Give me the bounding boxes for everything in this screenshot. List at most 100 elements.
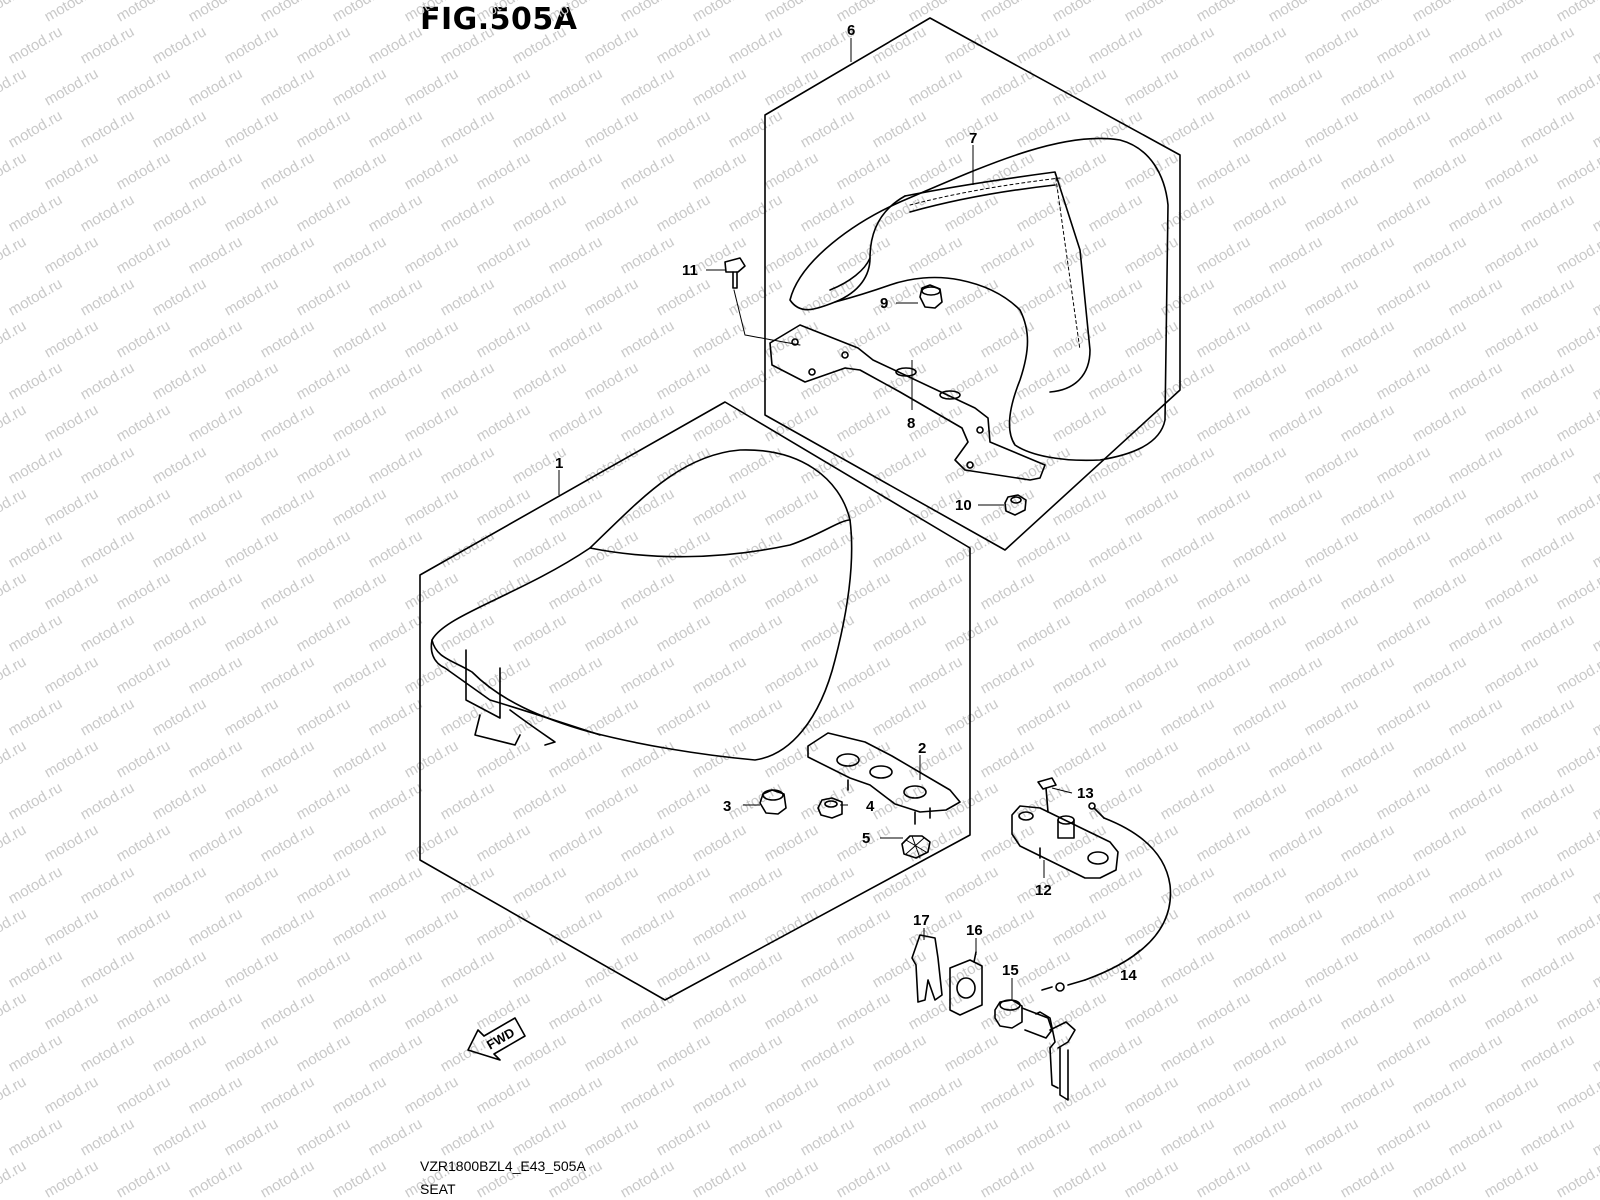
watermark-text: motod.ru [6,443,66,487]
watermark-text: motod.ru [978,149,1038,193]
callout-10: 10 [955,497,972,514]
watermark-text: motod.ru [1590,191,1600,235]
watermark-text: motod.ru [1230,695,1290,739]
watermark-text: motod.ru [978,317,1038,361]
watermark-text: motod.ru [1482,1157,1542,1200]
watermark-text: motod.ru [366,359,426,403]
watermark-text: motod.ru [186,653,246,697]
watermark-text: motod.ru [1302,191,1362,235]
watermark-text: motod.ru [402,989,462,1033]
watermark-text: motod.ru [906,569,966,613]
callout-11: 11 [682,262,698,279]
watermark-text: motod.ru [402,317,462,361]
watermark-text: motod.ru [114,569,174,613]
watermark-text: motod.ru [0,1073,29,1117]
watermark-text: motod.ru [0,653,29,697]
callout-4: 4 [866,798,875,815]
watermark-text: motod.ru [510,1031,570,1075]
watermark-text: motod.ru [1374,1115,1434,1159]
watermark-text: motod.ru [258,485,318,529]
watermark-text: motod.ru [762,149,822,193]
watermark-text: motod.ru [438,23,498,67]
watermark-text: motod.ru [1194,737,1254,781]
watermark-text: motod.ru [546,149,606,193]
watermark-text: motod.ru [150,1115,210,1159]
watermark-text: motod.ru [1338,569,1398,613]
watermark-text: motod.ru [1050,653,1110,697]
watermark-text: motod.ru [474,821,534,865]
watermark-text: motod.ru [1050,905,1110,949]
watermark-text: motod.ru [834,905,894,949]
watermark-text: motod.ru [330,65,390,109]
watermark-text: motod.ru [150,359,210,403]
watermark-text: motod.ru [42,1073,102,1117]
watermark-text: motod.ru [78,779,138,823]
watermark-text: motod.ru [258,653,318,697]
watermark-text: motod.ru [258,65,318,109]
callout-9: 9 [880,295,888,312]
watermark-text: motod.ru [690,989,750,1033]
watermark-text: motod.ru [1554,401,1600,445]
watermark-text: motod.ru [1410,485,1470,529]
watermark-text: motod.ru [330,1073,390,1117]
watermark-text: motod.ru [582,191,642,235]
watermark-text: motod.ru [78,359,138,403]
watermark-text: motod.ru [402,485,462,529]
watermark-text: motod.ru [258,1073,318,1117]
watermark-text: motod.ru [942,695,1002,739]
watermark-text: motod.ru [474,233,534,277]
watermark-text: motod.ru [1122,737,1182,781]
callout-13: 13 [1077,785,1094,802]
watermark-text: motod.ru [618,737,678,781]
callout-5: 5 [862,830,870,847]
watermark-text: motod.ru [1122,821,1182,865]
watermark-text: motod.ru [1410,401,1470,445]
watermark-text: motod.ru [1266,485,1326,529]
watermark-text: motod.ru [1338,653,1398,697]
watermark-text: motod.ru [546,905,606,949]
watermark-text: motod.ru [6,191,66,235]
watermark-text: motod.ru [1302,779,1362,823]
watermark-text: motod.ru [1014,275,1074,319]
watermark-text: motod.ru [186,989,246,1033]
watermark-text: motod.ru [258,0,318,25]
watermark-text: motod.ru [546,1073,606,1117]
watermark-text: motod.ru [1302,527,1362,571]
watermark-text: motod.ru [834,569,894,613]
watermark-text: motod.ru [1518,107,1578,151]
watermark-text: motod.ru [294,443,354,487]
watermark-text: motod.ru [1266,317,1326,361]
watermark-text: motod.ru [1374,779,1434,823]
watermark-text: motod.ru [1266,569,1326,613]
watermark-text: motod.ru [330,737,390,781]
watermark-text: motod.ru [6,863,66,907]
watermark-text: motod.ru [330,0,390,25]
watermark-text: motod.ru [366,527,426,571]
watermark-text: motod.ru [618,905,678,949]
watermark-text: motod.ru [222,863,282,907]
watermark-text: motod.ru [762,401,822,445]
watermark-text: motod.ru [618,65,678,109]
watermark-text: motod.ru [1338,821,1398,865]
watermark-text: motod.ru [1302,1115,1362,1159]
watermark-text: motod.ru [510,611,570,655]
watermark-text: motod.ru [1086,1115,1146,1159]
watermark-text: motod.ru [78,695,138,739]
watermark-text: motod.ru [690,569,750,613]
watermark-text: motod.ru [582,527,642,571]
watermark-text: motod.ru [726,23,786,67]
watermark-text: motod.ru [690,149,750,193]
watermark-text: motod.ru [366,779,426,823]
watermark-text: motod.ru [1266,989,1326,1033]
watermark-text: motod.ru [1014,1115,1074,1159]
watermark-text: motod.ru [654,863,714,907]
watermark-text: motod.ru [1338,905,1398,949]
watermark-text: motod.ru [330,821,390,865]
cushion-3-drawing [759,789,787,815]
watermark-text: motod.ru [0,0,29,25]
watermark-text: motod.ru [1554,569,1600,613]
watermark-text: motod.ru [6,23,66,67]
watermark-text: motod.ru [1518,275,1578,319]
watermark-text: motod.ru [690,485,750,529]
watermark-text: motod.ru [366,1115,426,1159]
